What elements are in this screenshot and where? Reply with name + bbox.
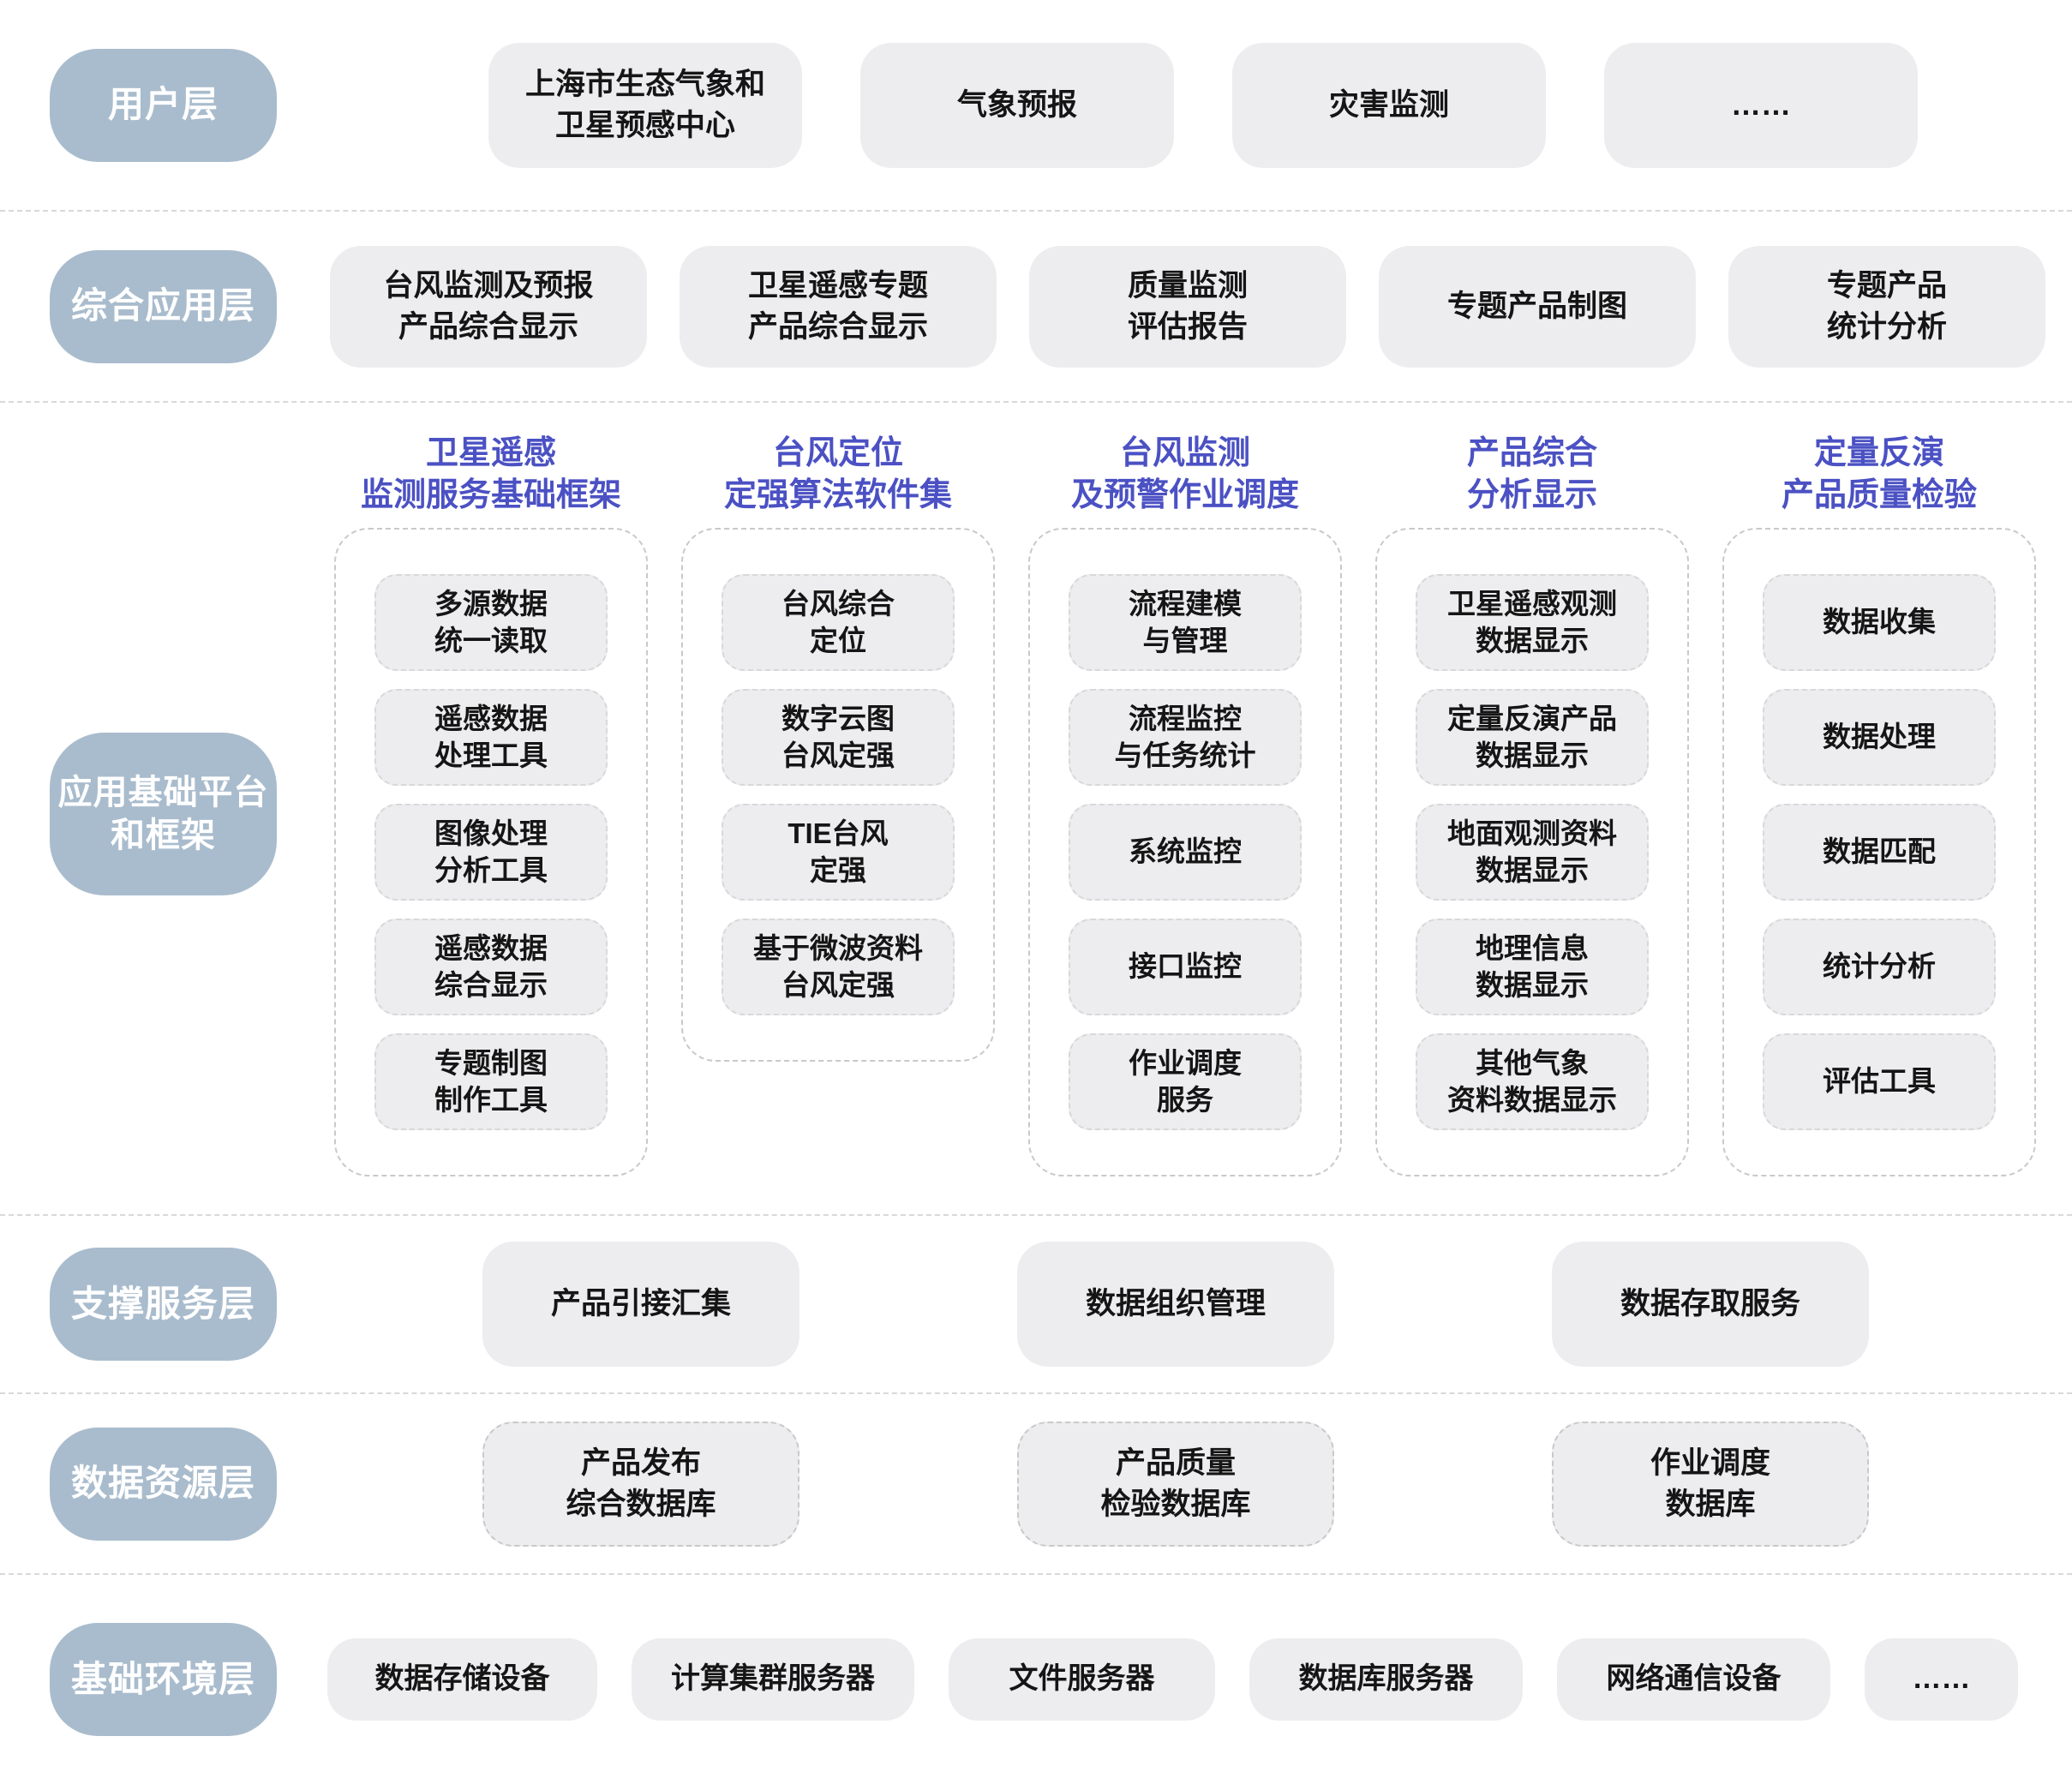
platform-column-frame: 台风综合 定位 数字云图 台风定强 TIE台风 定强 基于微波资料 台风定强 — [681, 528, 995, 1062]
platform-item: 数字云图 台风定强 — [722, 689, 955, 786]
layer-label-infrastructure: 基础环境层 — [50, 1623, 277, 1736]
layer-label-application: 综合应用层 — [50, 249, 277, 363]
application-layer-item: 质量监测 评估报告 — [1029, 245, 1346, 368]
layer-user: 用户层 上海市生态气象和 卫星预感中心 气象预报 灾害监测 …… — [0, 0, 2072, 212]
platform-item: 其他气象 资料数据显示 — [1416, 1033, 1649, 1130]
platform-column-title: 定量反演 产品质量检验 — [1781, 434, 1977, 513]
platform-column-product-analysis: 产品综合 分析显示 卫星遥感观测 数据显示 定量反演产品 数据显示 地面观测资料… — [1375, 430, 1689, 1176]
platform-column-frame: 多源数据 统一读取 遥感数据 处理工具 图像处理 分析工具 遥感数据 综合显示 … — [334, 528, 648, 1176]
data-layer-item: 作业调度 数据库 — [1552, 1421, 1869, 1547]
platform-column-title: 台风监测 及预警作业调度 — [1070, 434, 1299, 513]
platform-column-satellite-framework: 卫星遥感 监测服务基础框架 多源数据 统一读取 遥感数据 处理工具 图像处理 分… — [334, 430, 648, 1176]
application-layer-item: 专题产品 统计分析 — [1728, 245, 2045, 368]
layer-label-support: 支撑服务层 — [50, 1248, 277, 1361]
platform-column-quality-check: 定量反演 产品质量检验 数据收集 数据处理 数据匹配 统计分析 评估工具 — [1722, 430, 2036, 1176]
user-layer-items: 上海市生态气象和 卫星预感中心 气象预报 灾害监测 …… — [488, 42, 1918, 168]
platform-item: 遥感数据 处理工具 — [374, 689, 608, 786]
platform-item: 多源数据 统一读取 — [374, 574, 608, 671]
infra-layer-items: 数据存储设备 计算集群服务器 文件服务器 数据库服务器 网络通信设备 …… — [327, 1638, 2018, 1721]
support-layer-item: 数据存取服务 — [1552, 1242, 1869, 1367]
layer-label-data-resource: 数据资源层 — [50, 1427, 277, 1541]
layer-label-platform: 应用基础平台 和框架 — [50, 733, 277, 895]
platform-item: 流程建模 与管理 — [1069, 574, 1302, 671]
support-layer-item: 数据组织管理 — [1017, 1242, 1334, 1367]
layer-application: 综合应用层 台风监测及预报 产品综合显示 卫星遥感专题 产品综合显示 质量监测 … — [0, 212, 2072, 403]
support-layer-item: 产品引接汇集 — [482, 1242, 799, 1367]
data-layer-item: 产品发布 综合数据库 — [482, 1421, 799, 1547]
infra-layer-item: 文件服务器 — [949, 1638, 1215, 1721]
platform-item: 遥感数据 综合显示 — [374, 919, 608, 1015]
data-layer-items: 产品发布 综合数据库 产品质量 检验数据库 作业调度 数据库 — [482, 1421, 1869, 1547]
user-layer-item: 灾害监测 — [1232, 42, 1546, 168]
platform-item: 卫星遥感观测 数据显示 — [1416, 574, 1649, 671]
platform-item: 评估工具 — [1763, 1033, 1996, 1130]
application-layer-item: 专题产品制图 — [1379, 245, 1696, 368]
infra-layer-item: 数据存储设备 — [327, 1638, 597, 1721]
layer-infrastructure: 基础环境层 数据存储设备 计算集群服务器 文件服务器 数据库服务器 网络通信设备… — [0, 1575, 2072, 1784]
platform-item: 数据处理 — [1763, 689, 1996, 786]
infra-layer-item: 数据库服务器 — [1249, 1638, 1523, 1721]
platform-column-typhoon-algorithms: 台风定位 定强算法软件集 台风综合 定位 数字云图 台风定强 TIE台风 定强 … — [681, 430, 995, 1062]
platform-item: 系统监控 — [1069, 804, 1302, 901]
platform-item: 基于微波资料 台风定强 — [722, 919, 955, 1015]
platform-column-frame: 流程建模 与管理 流程监控 与任务统计 系统监控 接口监控 作业调度 服务 — [1028, 528, 1342, 1176]
platform-column-title: 产品综合 分析显示 — [1466, 434, 1597, 513]
support-layer-items: 产品引接汇集 数据组织管理 数据存取服务 — [482, 1242, 1869, 1367]
platform-item: 作业调度 服务 — [1069, 1033, 1302, 1130]
infra-layer-item: 计算集群服务器 — [632, 1638, 914, 1721]
application-layer-items: 台风监测及预报 产品综合显示 卫星遥感专题 产品综合显示 质量监测 评估报告 专… — [330, 245, 2045, 368]
platform-item: 地面观测资料 数据显示 — [1416, 804, 1649, 901]
platform-item: 台风综合 定位 — [722, 574, 955, 671]
platform-item: 定量反演产品 数据显示 — [1416, 689, 1649, 786]
layer-data-resource: 数据资源层 产品发布 综合数据库 产品质量 检验数据库 作业调度 数据库 — [0, 1394, 2072, 1575]
platform-column-title: 台风定位 定强算法软件集 — [723, 434, 952, 513]
platform-item: 专题制图 制作工具 — [374, 1033, 608, 1130]
platform-item: 统计分析 — [1763, 919, 1996, 1015]
application-layer-item: 台风监测及预报 产品综合显示 — [330, 245, 647, 368]
platform-column-frame: 数据收集 数据处理 数据匹配 统计分析 评估工具 — [1722, 528, 2036, 1176]
platform-item: 接口监控 — [1069, 919, 1302, 1015]
platform-column-frame: 卫星遥感观测 数据显示 定量反演产品 数据显示 地面观测资料 数据显示 地理信息… — [1375, 528, 1689, 1176]
platform-item: 数据收集 — [1763, 574, 1996, 671]
infra-layer-item: 网络通信设备 — [1557, 1638, 1830, 1721]
infra-layer-item-ellipsis: …… — [1865, 1638, 2018, 1721]
layer-platform: 应用基础平台 和框架 卫星遥感 监测服务基础框架 多源数据 统一读取 遥感数据 … — [0, 403, 2072, 1216]
platform-column-job-scheduling: 台风监测 及预警作业调度 流程建模 与管理 流程监控 与任务统计 系统监控 接口… — [1028, 430, 1342, 1176]
layer-label-user: 用户层 — [50, 48, 277, 162]
user-layer-item: 上海市生态气象和 卫星预感中心 — [488, 42, 802, 168]
layer-support: 支撑服务层 产品引接汇集 数据组织管理 数据存取服务 — [0, 1216, 2072, 1394]
platform-columns: 卫星遥感 监测服务基础框架 多源数据 统一读取 遥感数据 处理工具 图像处理 分… — [334, 430, 2036, 1176]
platform-item: 图像处理 分析工具 — [374, 804, 608, 901]
application-layer-item: 卫星遥感专题 产品综合显示 — [680, 245, 997, 368]
user-layer-item-ellipsis: …… — [1604, 42, 1918, 168]
platform-item: TIE台风 定强 — [722, 804, 955, 901]
data-layer-item: 产品质量 检验数据库 — [1017, 1421, 1334, 1547]
platform-item: 地理信息 数据显示 — [1416, 919, 1649, 1015]
platform-column-title: 卫星遥感 监测服务基础框架 — [360, 434, 621, 513]
platform-item: 流程监控 与任务统计 — [1069, 689, 1302, 786]
user-layer-item: 气象预报 — [860, 42, 1174, 168]
platform-item: 数据匹配 — [1763, 804, 1996, 901]
